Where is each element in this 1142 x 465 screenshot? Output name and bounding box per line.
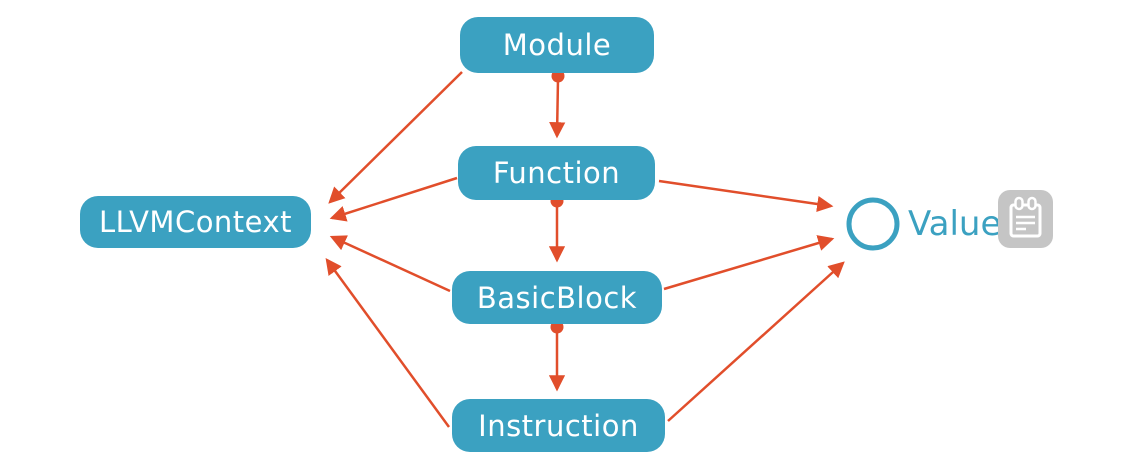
node-module[interactable]: Module bbox=[460, 17, 654, 73]
node-instruction[interactable]: Instruction bbox=[452, 399, 665, 452]
node-basicblock-label: BasicBlock bbox=[476, 280, 638, 315]
edge-function-to-value bbox=[658, 179, 834, 213]
value-text: Value bbox=[908, 204, 1002, 244]
node-instruction-label: Instruction bbox=[478, 408, 639, 443]
node-module-label: Module bbox=[502, 28, 612, 62]
edge-basicblock-to-llvmcontext bbox=[329, 235, 451, 293]
circle-outline-icon bbox=[846, 197, 900, 251]
node-value-label: Value bbox=[908, 201, 1002, 247]
node-function[interactable]: Function bbox=[458, 146, 655, 200]
notepad-icon bbox=[998, 190, 1053, 248]
edge-instruction-to-llvmcontext bbox=[325, 258, 451, 428]
node-llvmcontext-label: LLVMContext bbox=[98, 205, 293, 239]
node-llvmcontext[interactable]: LLVMContext bbox=[80, 196, 311, 248]
edge-function-to-llvmcontext bbox=[329, 176, 458, 222]
edge-module-to-llvmcontext bbox=[328, 71, 463, 204]
edge-instruction-to-value bbox=[667, 261, 845, 422]
edge-basicblock-to-value bbox=[663, 235, 835, 291]
node-basicblock[interactable]: BasicBlock bbox=[452, 271, 662, 324]
node-function-label: Function bbox=[492, 156, 621, 190]
edge-module-to-function bbox=[549, 78, 566, 139]
